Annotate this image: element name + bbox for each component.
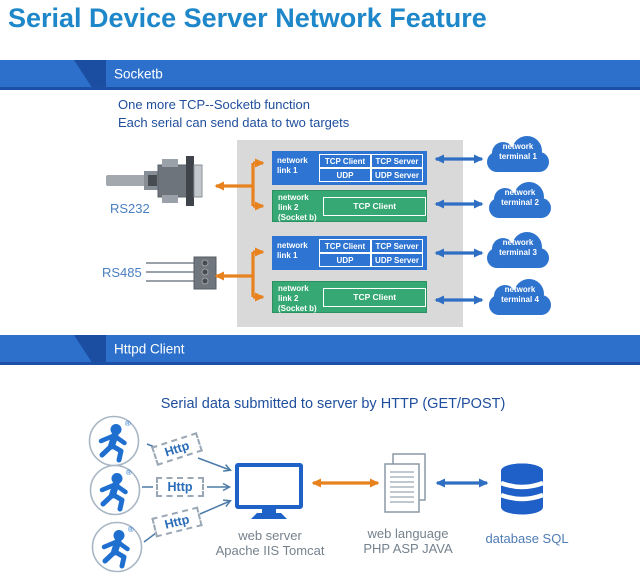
protocol-grid-a: TCP Client TCP Server UDP UDP Server (319, 154, 423, 182)
registered-mark: ® (125, 419, 131, 428)
label-line: link 2 (278, 203, 299, 212)
label-line: link 2 (278, 294, 299, 303)
socketb-section-bar: Socketb (0, 60, 640, 90)
label-line: network (504, 188, 536, 197)
cell-tcp-server: TCP Server (371, 239, 423, 253)
label-line: terminal 2 (501, 198, 539, 208)
caption-line: PHP ASP JAVA (363, 540, 453, 556)
network-terminal-1-cloud-icon: network terminal 1 (487, 133, 549, 175)
socketb-subtitle-1: One more TCP--Socketb function (118, 97, 310, 112)
cell-udp-server: UDP Server (371, 168, 423, 182)
label-line: network (504, 285, 536, 294)
rs232-label: RS232 (110, 201, 150, 216)
network-link1-label-a: network link 1 (272, 151, 319, 185)
cloud-shape (487, 232, 549, 268)
label-line: terminal 1 (499, 152, 537, 162)
http-tag-2: Http (156, 477, 204, 497)
label-line: link 1 (277, 251, 298, 261)
label-line: network (502, 238, 534, 247)
cloud-shape (489, 182, 551, 218)
cloud-shape (487, 136, 549, 172)
caption-line: Apache IIS Tomcat (215, 542, 325, 558)
label-line: network (277, 156, 308, 165)
database-cylinder-icon (500, 463, 544, 515)
bar-wedge-decoration (74, 60, 106, 87)
rs485-connector-icon (146, 256, 217, 290)
label-line: terminal 3 (499, 248, 537, 258)
http-tag-1: Http (151, 432, 203, 466)
cell-tcp-client-socketb: TCP Client (323, 287, 426, 307)
network-link1-box-a: network link 1 TCP Client TCP Server UDP… (272, 151, 427, 185)
httpd-section-bar: Httpd Client (0, 335, 640, 365)
registered-mark: ® (126, 468, 132, 477)
network-link2-box-a: network link 2 (Socket b) TCP Client (272, 190, 427, 222)
rs232-connector-icon (106, 156, 203, 206)
cell-udp: UDP (319, 168, 371, 182)
socketb-bar-label: Socketb (114, 66, 163, 81)
terminal-2-label: network terminal 2 (489, 188, 551, 209)
terminal-1-label: network terminal 1 (487, 142, 549, 163)
terminal-3-label: network terminal 3 (487, 238, 549, 259)
socketb-subtitle-2: Each serial can send data to two targets (118, 115, 350, 130)
label-line: link 1 (277, 166, 298, 176)
label-line: terminal 4 (501, 295, 539, 305)
rs485-label: RS485 (102, 265, 142, 280)
bar-wedge-decoration (74, 335, 106, 362)
network-link2-box-b: network link 2 (Socket b) TCP Client (272, 281, 427, 313)
network-link1-box-b: network link 1 TCP Client TCP Server UDP… (272, 236, 427, 270)
caption-line: web server (238, 528, 302, 543)
client-user-icon-2: ® (89, 464, 141, 516)
httpd-title: Serial data submitted to server by HTTP … (160, 396, 506, 412)
cell-tcp-client-socketb: TCP Client (323, 196, 426, 216)
cell-tcp-client: TCP Client (319, 239, 371, 253)
caption-line: web language (367, 526, 449, 541)
client-user-icon-1: ® (88, 415, 140, 467)
terminal-4-label: network terminal 4 (489, 285, 551, 306)
web-language-caption: web language PHP ASP JAVA (343, 526, 473, 557)
protocol-grid-b: TCP Client TCP Server UDP UDP Server (319, 239, 423, 267)
network-terminal-4-cloud-icon: network terminal 4 (489, 276, 551, 318)
cloud-shape (489, 279, 551, 315)
label-line: network (502, 142, 534, 151)
page-title: Serial Device Server Network Feature (8, 3, 487, 33)
label-line: network (277, 241, 308, 250)
label-line: (Socket b) (278, 304, 317, 313)
network-link2-label-a: network link 2 (Socket b) (273, 191, 323, 222)
document-text-lines (390, 471, 414, 503)
web-server-caption: web server Apache IIS Tomcat (195, 528, 345, 559)
label-line: network (278, 193, 309, 202)
network-terminal-2-cloud-icon: network terminal 2 (489, 179, 551, 221)
cell-udp: UDP (319, 253, 371, 267)
client-user-icon-3: ® (91, 521, 143, 573)
label-line: network (278, 284, 309, 293)
label-line: (Socket b) (278, 213, 317, 222)
registered-mark: ® (128, 525, 134, 534)
cell-udp-server: UDP Server (371, 253, 423, 267)
network-terminal-3-cloud-icon: network terminal 3 (487, 229, 549, 271)
cell-tcp-client: TCP Client (319, 154, 371, 168)
network-link2-label-b: network link 2 (Socket b) (273, 282, 323, 313)
httpd-bar-label: Httpd Client (114, 341, 185, 356)
network-link1-label-b: network link 1 (272, 236, 319, 270)
database-caption: database SQL (485, 531, 569, 546)
cell-tcp-server: TCP Server (371, 154, 423, 168)
web-server-monitor-icon (235, 463, 303, 519)
web-language-document-icon (384, 453, 426, 513)
